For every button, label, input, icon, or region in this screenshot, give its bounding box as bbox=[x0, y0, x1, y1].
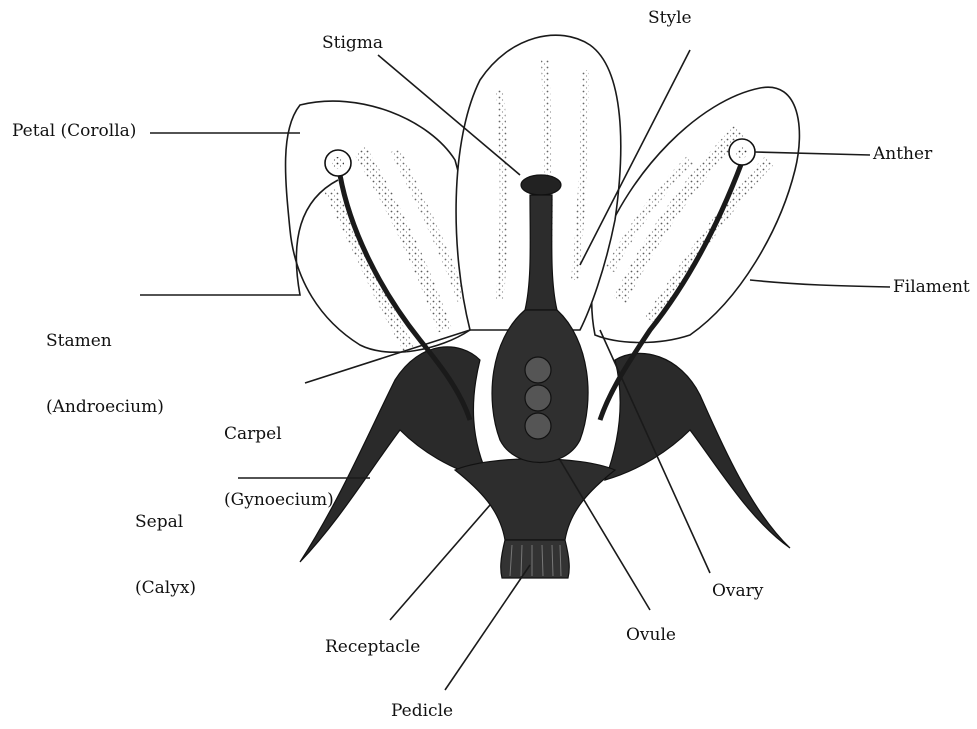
leader-filament bbox=[750, 280, 890, 287]
ovule-shape bbox=[525, 357, 551, 383]
leader-ovule bbox=[560, 460, 650, 610]
right-sepal bbox=[605, 353, 790, 548]
ovule-shape bbox=[525, 413, 551, 439]
pedicle bbox=[501, 540, 569, 578]
label-sepal: Sepal (Calyx) bbox=[135, 467, 196, 643]
label-ovule: Ovule bbox=[626, 624, 676, 646]
label-anther: Anther bbox=[873, 143, 932, 165]
label-stamen-line1: Stamen bbox=[46, 330, 164, 352]
left-petal bbox=[286, 101, 470, 352]
stigma-shape bbox=[521, 175, 561, 195]
ovule-shape bbox=[525, 385, 551, 411]
label-stigma: Stigma bbox=[322, 32, 383, 54]
label-stamen: Stamen (Androecium) bbox=[46, 286, 164, 462]
leader-receptacle bbox=[390, 505, 490, 620]
label-carpel-line1: Carpel bbox=[224, 423, 334, 445]
label-filament: Filament bbox=[893, 276, 970, 298]
receptacle bbox=[455, 459, 615, 540]
label-sepal-line2: (Calyx) bbox=[135, 577, 196, 599]
label-ovary: Ovary bbox=[712, 580, 763, 602]
label-receptacle: Receptacle bbox=[325, 636, 420, 658]
label-stamen-line2: (Androecium) bbox=[46, 396, 164, 418]
label-petal: Petal (Corolla) bbox=[12, 120, 136, 142]
label-sepal-line1: Sepal bbox=[135, 511, 196, 533]
right-petal bbox=[592, 87, 800, 342]
style-shape bbox=[525, 195, 557, 310]
leader-pedicle bbox=[445, 565, 530, 690]
label-pedicle: Pedicle bbox=[391, 700, 453, 722]
label-style: Style bbox=[648, 7, 692, 29]
label-carpel: Carpel (Gynoecium) bbox=[224, 379, 334, 555]
label-carpel-line2: (Gynoecium) bbox=[224, 489, 334, 511]
